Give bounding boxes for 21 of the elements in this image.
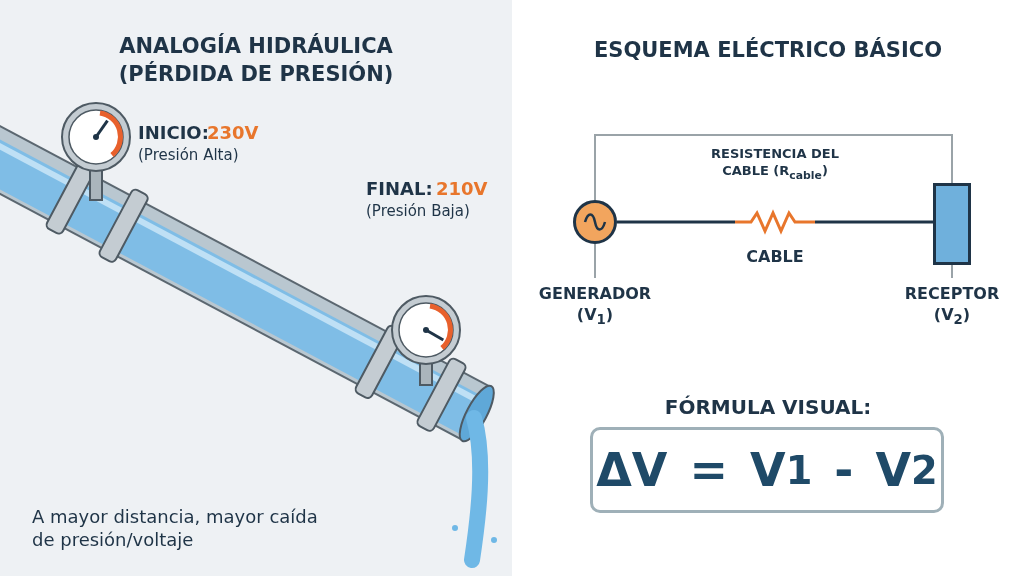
panel-heading: ESQUEMA ELÉCTRICO BÁSICO <box>593 38 943 62</box>
panel-subheading: (PÉRDIDA DE PRESIÓN) <box>117 62 395 86</box>
formula-heading: FÓRMULA VISUAL: <box>663 395 873 419</box>
voltage-value: 210V <box>436 178 488 199</box>
gauge-note: (Presión Baja) <box>366 202 470 220</box>
wire <box>594 134 953 201</box>
wire <box>617 220 735 224</box>
note-text: A mayor distancia, mayor caída de presión/voltaje <box>32 506 319 551</box>
component-label: RESISTENCIA DEL CABLE (R$_{cable}$) <box>710 146 840 183</box>
component-label: GENERADOR (V$_{1}$) <box>537 284 653 329</box>
component-label: CABLE <box>745 247 805 268</box>
wire <box>815 220 933 224</box>
gauge-label: INICIO: <box>138 122 209 143</box>
receiver-symbol <box>933 183 971 265</box>
component-label: RECEPTOR (V$_{2}$) <box>903 284 1001 329</box>
panel-heading: ANALOGÍA HIDRÁULICA <box>118 34 394 58</box>
voltage-value: 230V <box>207 122 259 143</box>
generator-symbol <box>573 200 617 244</box>
resistor-symbol <box>735 211 815 233</box>
gauge-note: (Presión Alta) <box>138 146 239 164</box>
gauge-label: FINAL: <box>366 178 433 199</box>
